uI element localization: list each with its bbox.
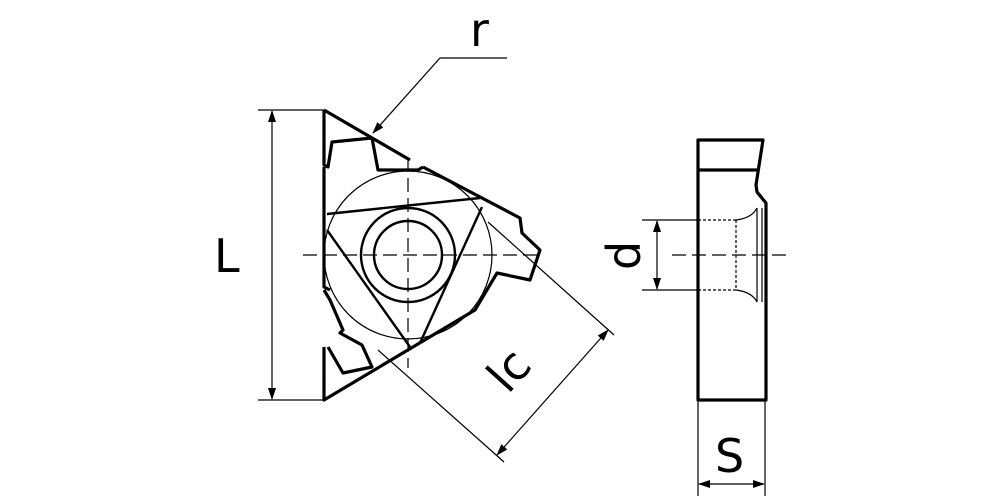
label-r: r — [470, 3, 489, 57]
dimension-S — [697, 400, 766, 496]
inner-triangle — [326, 196, 484, 348]
label-S: S — [715, 429, 744, 483]
insert-outline — [322, 108, 542, 402]
label-d: d — [597, 241, 651, 270]
side-outline — [696, 138, 768, 402]
dimension-L — [258, 109, 324, 401]
dimension-lc — [377, 221, 615, 463]
insert-side-view — [672, 138, 790, 402]
dimension-d — [642, 219, 698, 291]
insert-front-view — [303, 108, 542, 402]
dimension-r — [372, 57, 507, 134]
label-lc: lc — [476, 338, 542, 402]
label-L: L — [214, 229, 240, 283]
